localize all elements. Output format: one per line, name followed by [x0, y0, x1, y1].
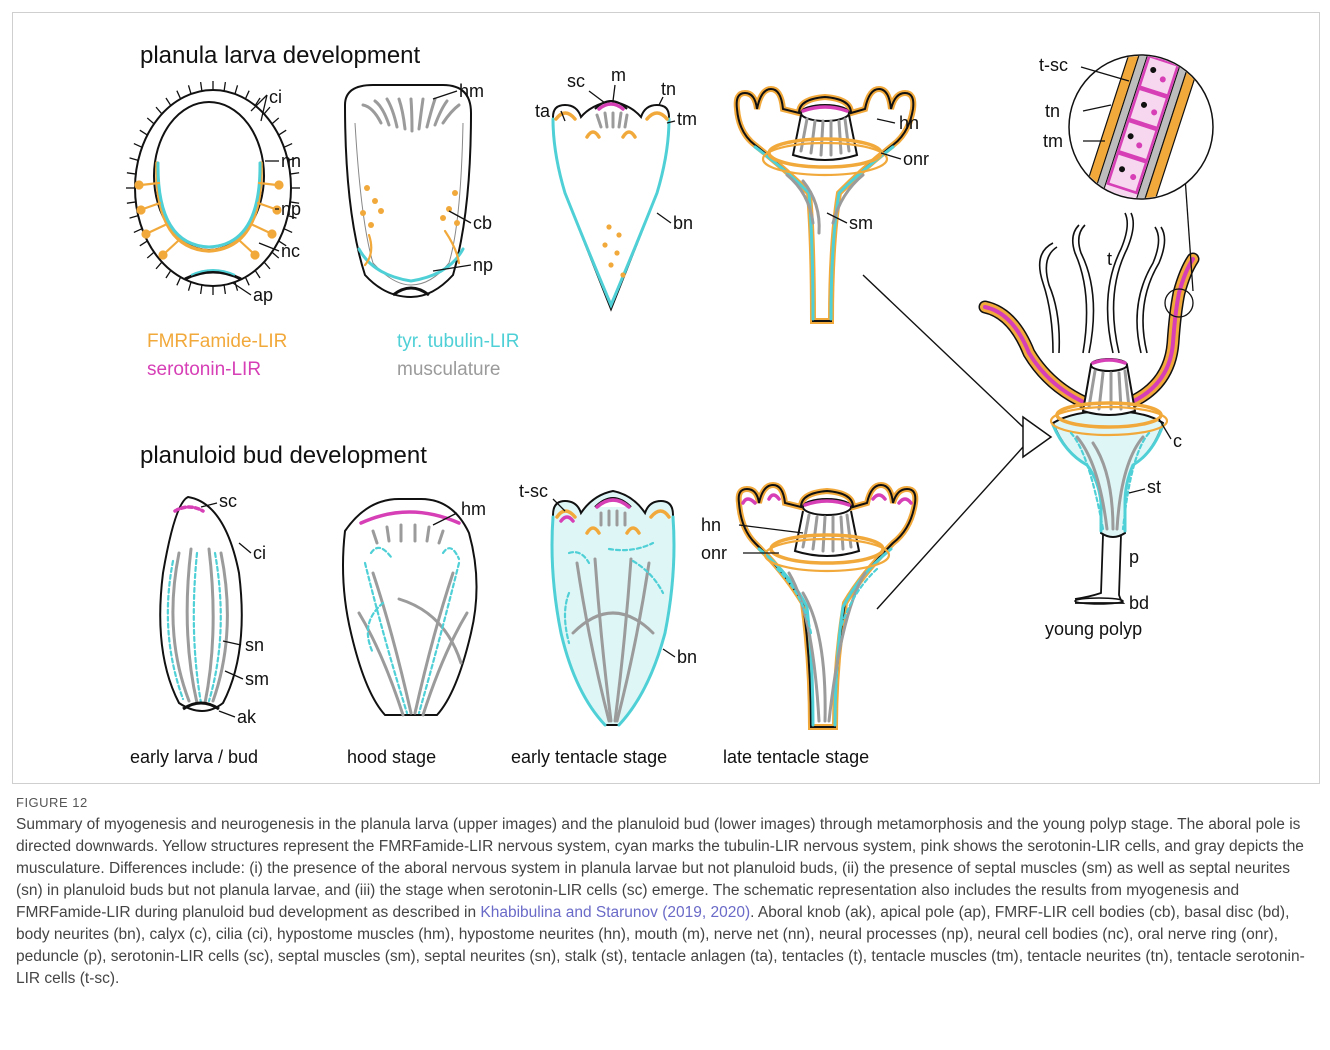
cilium	[140, 241, 148, 246]
cilium	[177, 277, 181, 285]
cilium	[147, 118, 154, 124]
label-bn-2: bn	[677, 647, 697, 667]
stage-early: early larva / bud	[130, 747, 258, 767]
label-tn-1: tn	[661, 79, 676, 99]
cilium	[130, 216, 139, 219]
label-ak: ak	[237, 707, 257, 727]
label-p: p	[1129, 547, 1139, 567]
planula-larva-drawing	[126, 81, 300, 295]
heading-planuloid: planuloid bud development	[140, 442, 427, 469]
stage-late-tentacle: late tentacle stage	[723, 747, 869, 767]
cilium	[127, 173, 136, 174]
bud-late-tentacle-drawing	[739, 485, 916, 727]
cilium	[156, 107, 162, 114]
stage-hood: hood stage	[347, 747, 436, 767]
cilium	[272, 118, 279, 124]
cilium	[156, 262, 162, 269]
cilium	[264, 262, 270, 269]
label-hn-2: hn	[701, 515, 721, 535]
label-onr-1: onr	[903, 149, 929, 169]
label-st: st	[1147, 477, 1161, 497]
cilium	[284, 229, 292, 233]
label-tsc-1: t-sc	[519, 481, 548, 501]
label-np-2: np	[473, 255, 493, 275]
cilium	[188, 282, 191, 291]
cilium	[290, 173, 299, 174]
legend-tubulin: tyr. tubulin-LIR	[397, 331, 520, 352]
label-nc: nc	[281, 241, 300, 261]
stage-early-tentacle: early tentacle stage	[511, 747, 667, 767]
label-m: m	[611, 65, 626, 85]
label-nn: nn	[281, 151, 301, 171]
legend-fmrf: FMRFamide-LIR	[147, 331, 287, 352]
label-hm-1: hm	[459, 81, 484, 101]
stage-young-polyp: young polyp	[1045, 619, 1142, 639]
label-hn-1: hn	[899, 113, 919, 133]
cilium	[264, 107, 270, 114]
label-sc-2: sc	[219, 491, 237, 511]
label-ta: ta	[535, 101, 551, 121]
bud-early-tentacle-drawing	[552, 491, 675, 725]
legend-serotonin: serotonin-LIR	[147, 359, 261, 380]
label-ap: ap	[253, 285, 273, 305]
figure-panel: .outline { fill: none; stroke: #111; str…	[12, 12, 1320, 784]
label-ci-2: ci	[253, 543, 266, 563]
figure-caption: FIGURE 12 Summary of myogenesis and neur…	[16, 795, 1316, 990]
figure-number: FIGURE 12	[16, 795, 1316, 810]
cilium	[130, 158, 139, 161]
planula-hood-drawing	[345, 85, 471, 297]
planula-late-tentacle-drawing	[737, 89, 914, 321]
label-c: c	[1173, 431, 1182, 451]
cilium	[279, 130, 287, 135]
label-cb: cb	[473, 213, 492, 233]
heading-planula: planula larva development	[140, 42, 421, 69]
planula-early-tentacle-drawing	[553, 85, 675, 309]
label-t: t	[1107, 249, 1112, 269]
convergence-arrow	[863, 275, 1051, 609]
legend-musculature: musculature	[397, 359, 501, 380]
label-sn: sn	[245, 635, 264, 655]
cilium	[127, 202, 136, 203]
cilium	[134, 144, 142, 148]
cilium	[166, 98, 171, 106]
cilium	[245, 91, 249, 99]
bud-hood-drawing	[343, 499, 477, 715]
cilium	[201, 285, 202, 294]
cilium	[134, 229, 142, 233]
label-onr-2: onr	[701, 543, 727, 563]
label-sm-1: sm	[849, 213, 873, 233]
cilium	[147, 252, 154, 258]
cilium	[140, 130, 148, 135]
label-sm-2: sm	[245, 669, 269, 689]
label-np-1: np	[281, 199, 301, 219]
cilium	[235, 85, 238, 94]
label-sc-1: sc	[567, 71, 585, 91]
label-tn-2: tn	[1045, 101, 1060, 121]
bud-early-drawing	[160, 497, 251, 717]
cilium	[255, 270, 260, 278]
label-tm-2: tm	[1043, 131, 1063, 151]
cilium	[224, 82, 225, 91]
cilium	[166, 270, 171, 278]
label-bd: bd	[1129, 593, 1149, 613]
label-tsc-2: t-sc	[1039, 55, 1068, 75]
cilium	[201, 82, 202, 91]
cilium	[177, 91, 181, 99]
label-bn-1: bn	[673, 213, 693, 233]
caption-text: Summary of myogenesis and neurogenesis i…	[16, 814, 1316, 990]
schematic-diagram: .outline { fill: none; stroke: #111; str…	[13, 13, 1319, 783]
label-ci-1: ci	[269, 87, 282, 107]
cilium	[188, 85, 191, 94]
cilium	[245, 277, 249, 285]
young-polyp-drawing	[985, 37, 1213, 604]
cilium	[272, 252, 279, 258]
label-hm-2: hm	[461, 499, 486, 519]
cilium	[284, 144, 292, 148]
cilium	[224, 285, 225, 294]
legend: FMRFamide-LIR tyr. tubulin-LIR serotonin…	[147, 331, 520, 380]
label-tm-1: tm	[677, 109, 697, 129]
citation-link[interactable]: Khabibulina and Starunov (2019, 2020)	[480, 904, 750, 921]
